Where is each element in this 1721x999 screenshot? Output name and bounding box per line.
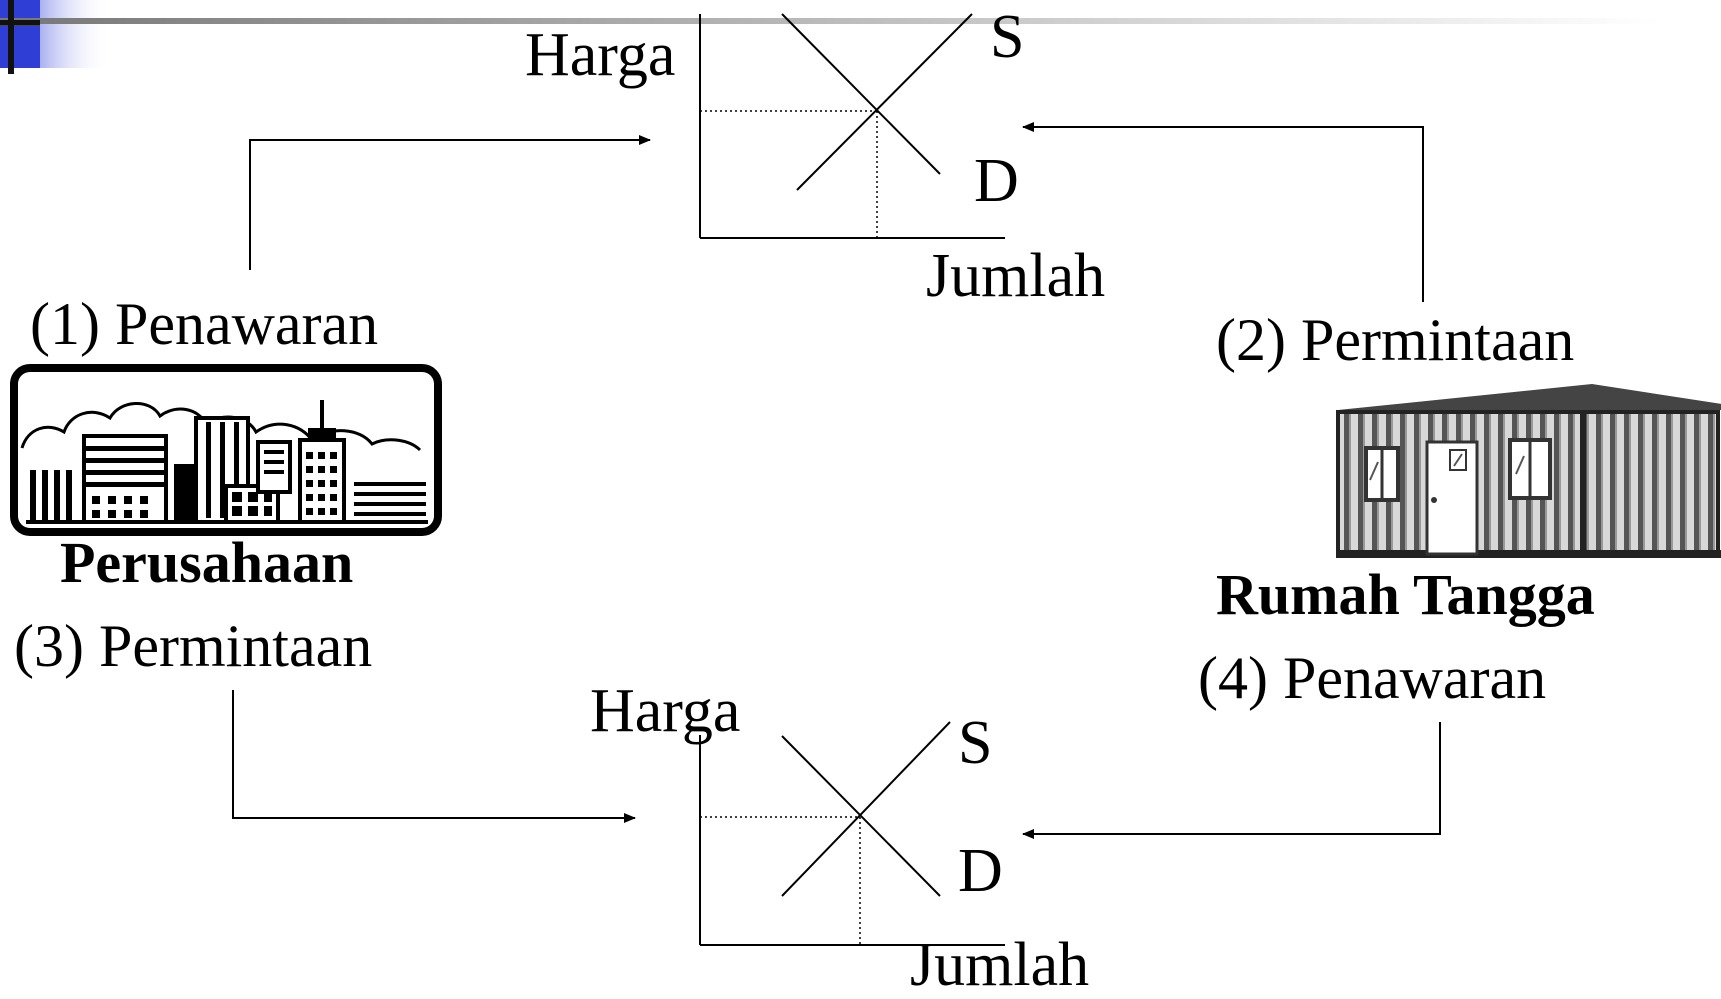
- top-supply-curve: [796, 13, 973, 191]
- top-demand-label: D: [974, 147, 1019, 215]
- bottom-x-axis-label: Jumlah: [910, 931, 1090, 999]
- household-name: Rumah Tangga: [1216, 562, 1595, 627]
- bottom-demand-label: D: [958, 837, 1003, 905]
- bottom-market-graph: [699, 721, 1005, 946]
- city-skyline-icon: [10, 364, 442, 536]
- header-decoration: [0, 0, 1660, 74]
- flow-label-household-demand: (2) Permintaan: [1216, 307, 1575, 373]
- top-x-axis-label: Jumlah: [926, 242, 1106, 310]
- bottom-demand-curve: [781, 735, 941, 897]
- top-supply-label: S: [990, 3, 1025, 71]
- house-container-icon: [1336, 384, 1721, 558]
- flow-arrow-household-to-bottom-market: [1022, 722, 1441, 839]
- flow-arrow-household-to-top-market: [1022, 122, 1424, 302]
- bottom-supply-curve: [781, 721, 951, 897]
- top-market-graph: [699, 13, 1005, 239]
- flow-label-household-supply: (4) Penawaran: [1198, 645, 1547, 711]
- firm-name: Perusahaan: [60, 530, 354, 595]
- flow-arrow-firm-to-bottom-market: [232, 690, 636, 823]
- top-y-axis-label: Harga: [525, 21, 676, 89]
- flow-arrow-firm-to-top-market: [249, 135, 651, 270]
- top-demand-curve: [781, 13, 941, 175]
- flow-label-firm-demand: (3) Permintaan: [14, 613, 373, 679]
- flow-label-firm-supply: (1) Penawaran: [30, 291, 379, 357]
- bottom-supply-label: S: [958, 709, 993, 777]
- bottom-y-axis-label: Harga: [590, 677, 741, 745]
